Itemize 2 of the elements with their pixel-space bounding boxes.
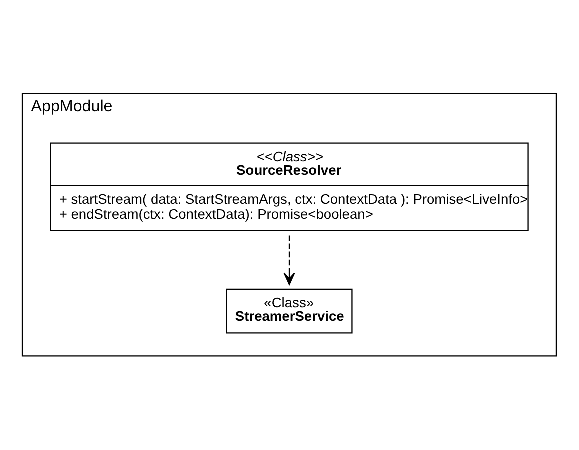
arrow (284, 236, 296, 286)
node-box: «Class» StreamerService (226, 288, 353, 334)
